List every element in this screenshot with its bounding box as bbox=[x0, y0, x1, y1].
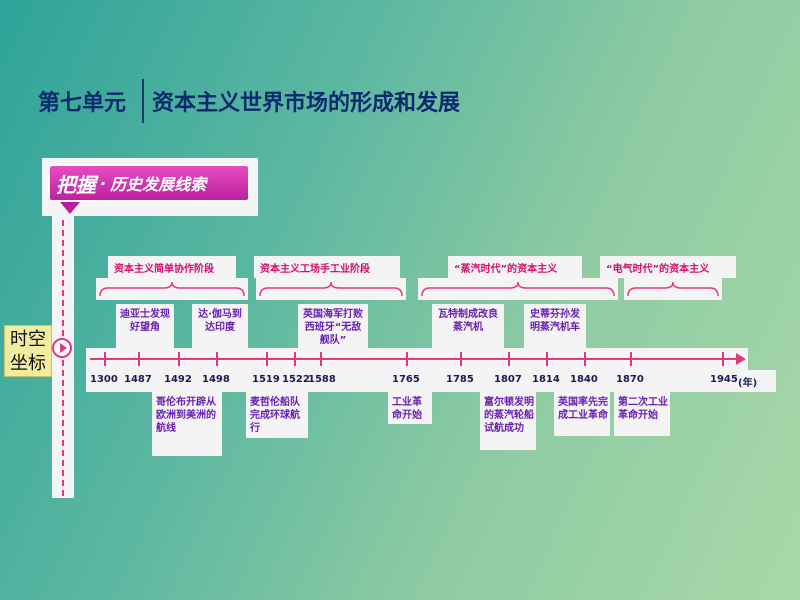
brace-manufacture bbox=[256, 278, 406, 300]
year-label: 1487 bbox=[124, 374, 152, 385]
axis-tick bbox=[294, 352, 296, 366]
year-label: 1588 bbox=[308, 374, 336, 385]
event-fulton: 富尔顿发明的蒸汽轮船试航成功 bbox=[480, 392, 536, 450]
year-label: 1300 bbox=[90, 374, 118, 385]
year-labels: 1300 1487 1492 1498 1519 1522 1588 1765 … bbox=[86, 370, 776, 392]
year-label: 1785 bbox=[446, 374, 474, 385]
phase-simple-cooperation: 资本主义简单协作阶段 bbox=[108, 256, 236, 278]
axis-tick bbox=[138, 352, 140, 366]
event-britain-complete: 英国率先完成工业革命 bbox=[554, 392, 610, 436]
coord-label-line1: 时空 bbox=[10, 329, 46, 350]
axis-tick bbox=[546, 352, 548, 366]
event-stephenson: 史蒂芬孙发明蒸汽机车 bbox=[524, 304, 586, 348]
event-industrial-revolution: 工业革命开始 bbox=[388, 392, 432, 424]
year-label: 1840 bbox=[570, 374, 598, 385]
axis-tick bbox=[216, 352, 218, 366]
phase-steam-age: “蒸汽时代”的资本主义 bbox=[448, 256, 582, 278]
banner-sub: 历史发展线索 bbox=[110, 175, 207, 194]
timeline-axis bbox=[86, 348, 748, 370]
axis-tick bbox=[508, 352, 510, 366]
axis-line bbox=[90, 358, 738, 360]
banner-main: 把握 bbox=[56, 172, 96, 197]
year-label: (年) bbox=[738, 378, 758, 389]
unit-title: 资本主义世界市场的形成和发展 bbox=[152, 90, 461, 116]
title-bar: 第七单元 资本主义世界市场的形成和发展 bbox=[38, 78, 460, 124]
event-watt: 瓦特制成改良蒸汽机 bbox=[432, 304, 504, 348]
event-columbus: 哥伦布开辟从欧洲到美洲的航线 bbox=[152, 392, 222, 456]
vertical-dashed-line bbox=[62, 220, 64, 496]
year-label: 1765 bbox=[392, 374, 420, 385]
section-banner: 把握 · 历史发展线索 bbox=[48, 164, 250, 202]
arrow-right-icon bbox=[736, 353, 746, 365]
phase-label: “电气时代”的资本主义 bbox=[606, 264, 710, 275]
phase-label: 资本主义工场手工业阶段 bbox=[260, 264, 370, 275]
axis-tick bbox=[630, 352, 632, 366]
year-label: 1498 bbox=[202, 374, 230, 385]
year-label: 1870 bbox=[616, 374, 644, 385]
banner-sep: · bbox=[100, 173, 107, 193]
play-icon bbox=[52, 338, 72, 358]
title-divider bbox=[142, 79, 145, 123]
axis-tick bbox=[320, 352, 322, 366]
event-magellan: 麦哲伦船队完成环球航行 bbox=[246, 392, 308, 438]
brace-steam-age bbox=[418, 278, 618, 300]
banner-tail bbox=[60, 202, 80, 214]
brace-electric-age bbox=[624, 278, 722, 300]
year-label: 1814 bbox=[532, 374, 560, 385]
year-label: 1522 bbox=[282, 374, 310, 385]
phase-label: 资本主义简单协作阶段 bbox=[114, 264, 214, 275]
event-dias: 迪亚士发现好望角 bbox=[116, 304, 174, 348]
year-label: 1807 bbox=[494, 374, 522, 385]
unit-label: 第七单元 bbox=[38, 90, 127, 116]
phase-label: “蒸汽时代”的资本主义 bbox=[454, 264, 558, 275]
event-da-gama: 达·伽马到达印度 bbox=[192, 304, 248, 348]
phase-electric-age: “电气时代”的资本主义 bbox=[600, 256, 736, 278]
axis-tick bbox=[460, 352, 462, 366]
axis-tick bbox=[406, 352, 408, 366]
event-second-revolution: 第二次工业革命开始 bbox=[614, 392, 670, 436]
phase-manufacture: 资本主义工场手工业阶段 bbox=[254, 256, 400, 278]
year-label: 1519 bbox=[252, 374, 280, 385]
year-label: 1945 bbox=[710, 374, 738, 385]
year-label: 1492 bbox=[164, 374, 192, 385]
event-armada: 英国海军打败西班牙“无敌舰队” bbox=[298, 304, 368, 348]
brace-simple-cooperation bbox=[96, 278, 248, 300]
banner-panel: 把握 · 历史发展线索 bbox=[42, 158, 258, 216]
axis-tick bbox=[584, 352, 586, 366]
axis-tick bbox=[266, 352, 268, 366]
coord-label-line2: 坐标 bbox=[10, 353, 46, 374]
axis-tick bbox=[722, 352, 724, 366]
axis-tick bbox=[178, 352, 180, 366]
axis-tick bbox=[104, 352, 106, 366]
coord-label: 时空 坐标 bbox=[4, 325, 52, 377]
